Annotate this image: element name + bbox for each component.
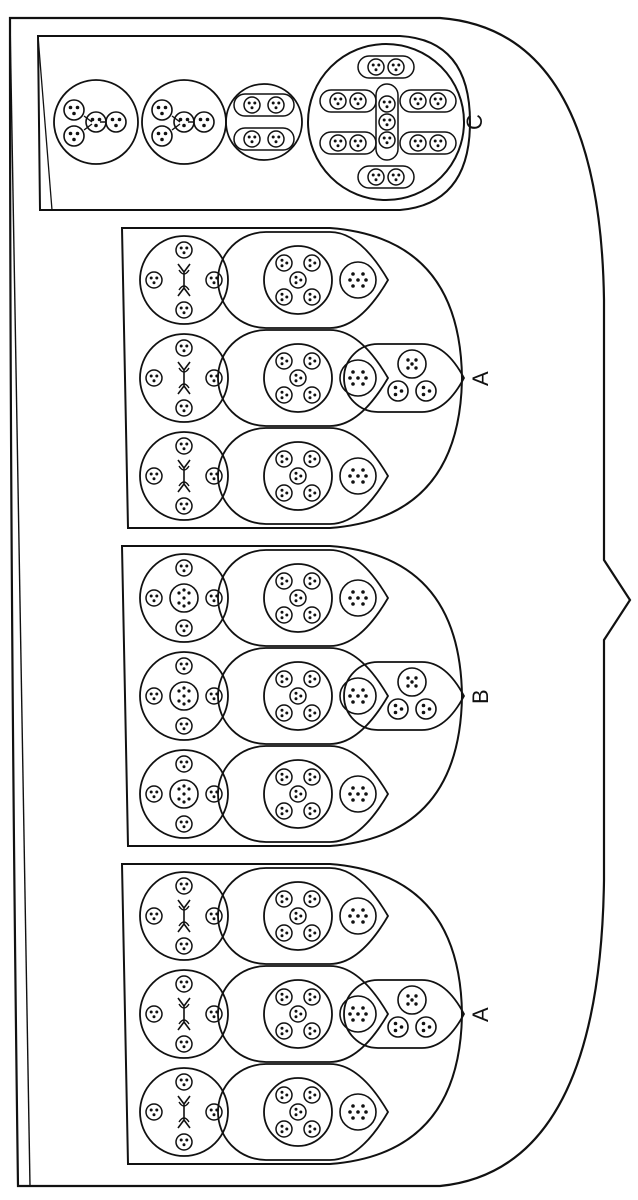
a-bottom-shield-2 [218, 966, 388, 1062]
a-bottom-cross-1 [140, 872, 228, 960]
a-top-shield-1 [218, 232, 388, 328]
a-top-cross-2 [140, 334, 228, 422]
b-cross-1 [140, 554, 228, 642]
a-bottom-small-shield [344, 980, 464, 1048]
a-top-small-shield [344, 344, 464, 412]
panel-b-label: B [468, 689, 493, 704]
panel-b-frame [120, 545, 464, 847]
a-bottom-cross-3 [140, 1068, 228, 1156]
c-rose-window [307, 43, 465, 201]
panel-a-bottom-label: A [468, 1007, 493, 1022]
inner-bevel [9, 17, 31, 1187]
a-bottom-cross-2 [140, 970, 228, 1058]
panel-c: C [36, 35, 487, 211]
panel-a-top-label: A [468, 371, 493, 386]
a-bottom-shield-1 [218, 868, 388, 964]
b-cross-2 [140, 652, 228, 740]
panel-c-frame [36, 35, 472, 211]
c-trefoil-2 [142, 80, 226, 164]
a-bottom-shield-3 [218, 1064, 388, 1160]
c-trefoil-1 [54, 80, 138, 164]
panel-a-top: A [120, 227, 493, 529]
panel-b: B [120, 545, 493, 847]
outer-frame [8, 16, 632, 1188]
a-top-shield-3 [218, 428, 388, 524]
b-shield-1 [218, 550, 388, 646]
b-small-shield [344, 662, 464, 730]
b-shield-3 [218, 746, 388, 842]
a-top-cross-1 [140, 236, 228, 324]
panel-a-top-frame [120, 227, 464, 529]
b-cross-3 [140, 750, 228, 838]
a-top-shield-2 [218, 330, 388, 426]
c-mandorla [225, 83, 303, 161]
panel-c-label: C [462, 114, 487, 130]
panel-a-bottom-frame [120, 863, 464, 1165]
b-shield-2 [218, 648, 388, 744]
panel-a-bottom: A [120, 863, 493, 1165]
a-top-cross-3 [140, 432, 228, 520]
